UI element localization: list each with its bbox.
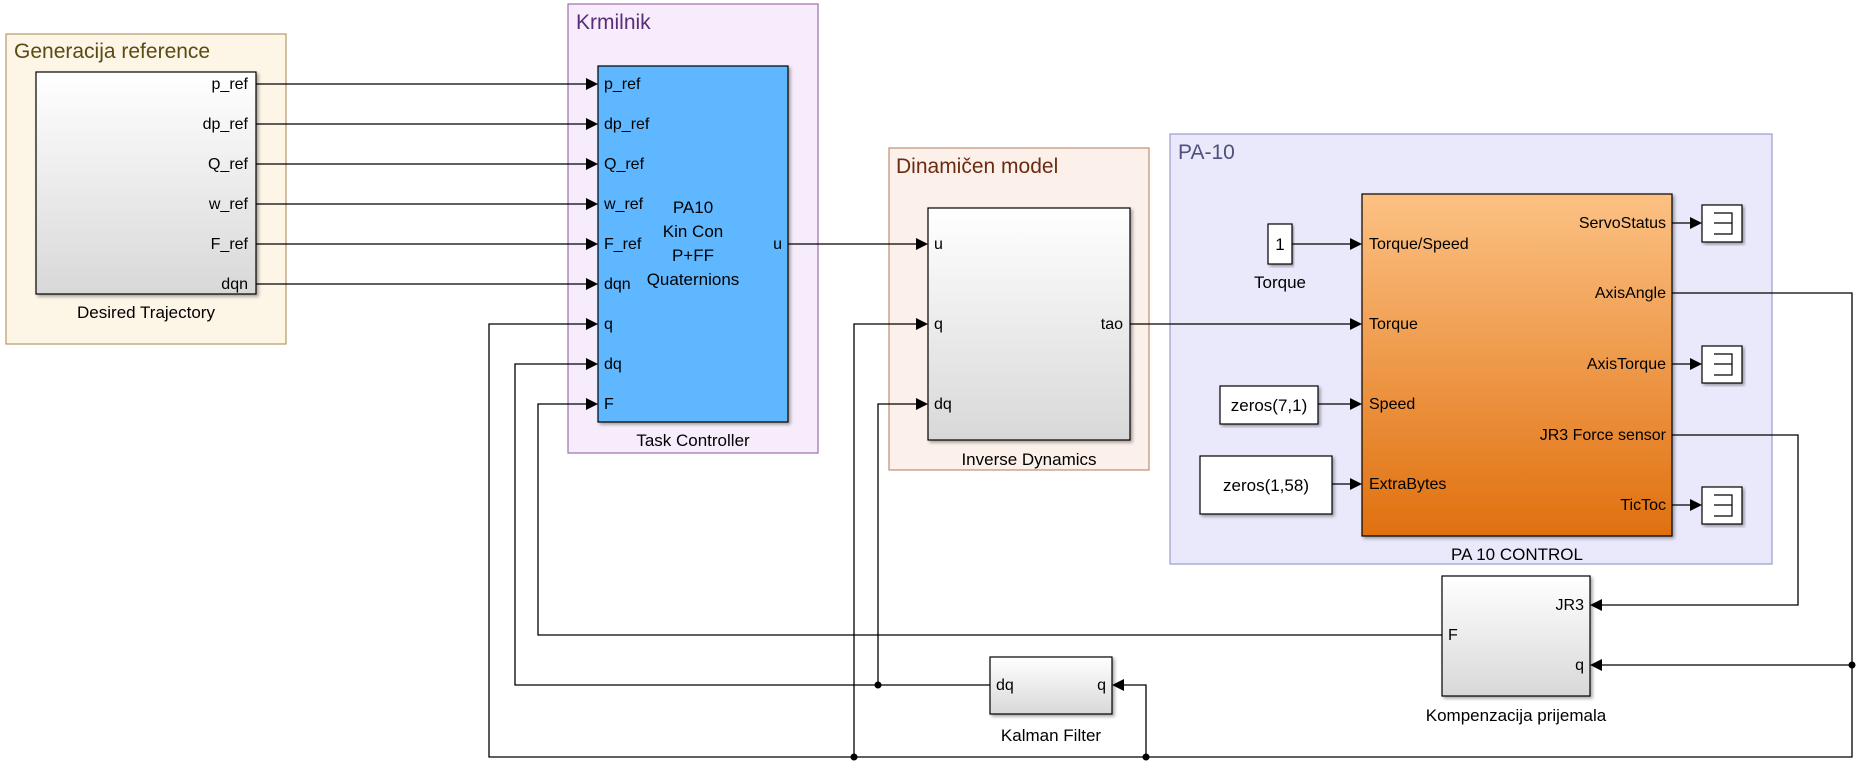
zeros-speed-block[interactable]: zeros(7,1) bbox=[1219, 385, 1319, 425]
area-title-krmilnik: Krmilnik bbox=[576, 11, 651, 34]
port-axisangle-out: AxisAngle bbox=[1595, 285, 1666, 302]
desired-trajectory-block[interactable]: p_ref dp_ref Q_ref w_ref F_ref dqn Desir… bbox=[35, 71, 257, 322]
zeros-extrabytes-block[interactable]: zeros(1,58) bbox=[1199, 455, 1333, 515]
inverse-dynamics-label: Inverse Dynamics bbox=[961, 450, 1096, 469]
zeros-extrabytes-value: zeros(1,58) bbox=[1223, 476, 1309, 495]
torque-constant-block[interactable]: 1 Torque bbox=[1254, 223, 1306, 292]
area-title-dinamicen: Dinamičen model bbox=[896, 155, 1058, 178]
port-jr3-in: JR3 bbox=[1556, 597, 1585, 614]
port-dp-ref-in: dp_ref bbox=[604, 116, 650, 133]
port-jr3-force-out: JR3 Force sensor bbox=[1540, 427, 1667, 444]
pa10-control-block[interactable]: Torque/Speed Torque Speed ExtraBytes Ser… bbox=[1361, 193, 1673, 564]
torque-constant-label: Torque bbox=[1254, 273, 1306, 292]
port-f-ref-in: F_ref bbox=[604, 236, 642, 253]
port-axistorque-out: AxisTorque bbox=[1587, 356, 1666, 373]
task-controller-line-1: PA10 bbox=[673, 198, 713, 217]
task-controller-line-4: Quaternions bbox=[647, 270, 740, 289]
port-torque-in: Torque bbox=[1369, 316, 1418, 333]
arrowheads bbox=[586, 78, 1702, 691]
port-p-ref-in: p_ref bbox=[604, 76, 641, 93]
terminator-axistorque[interactable] bbox=[1701, 345, 1743, 384]
port-dqn-in: dqn bbox=[604, 276, 631, 293]
kompenzacija-label: Kompenzacija prijemala bbox=[1426, 706, 1607, 725]
inverse-dynamics-block[interactable]: u q dq tao Inverse Dynamics bbox=[927, 207, 1131, 469]
kompenzacija-prijemala-block[interactable]: JR3 q F Kompenzacija prijemala bbox=[1426, 575, 1607, 725]
port-dq-in-invdyn: dq bbox=[934, 396, 952, 413]
area-title-pa10: PA-10 bbox=[1178, 141, 1235, 164]
terminator-servostatus[interactable] bbox=[1701, 204, 1743, 243]
port-tictoc-out: TicToc bbox=[1620, 497, 1666, 514]
kalman-filter-label: Kalman Filter bbox=[1001, 726, 1101, 745]
port-torque-speed-in: Torque/Speed bbox=[1369, 236, 1469, 253]
port-w-ref-in: w_ref bbox=[603, 196, 644, 213]
task-controller-label: Task Controller bbox=[636, 431, 750, 450]
port-f-ref-out: F_ref bbox=[211, 236, 249, 253]
port-q-ref-out: Q_ref bbox=[208, 156, 249, 173]
pa10-control-label: PA 10 CONTROL bbox=[1451, 545, 1583, 564]
port-u-out: u bbox=[773, 236, 782, 253]
port-q-ref-in: Q_ref bbox=[604, 156, 645, 173]
port-q-in-invdyn: q bbox=[934, 316, 943, 333]
kalman-filter-block[interactable]: q dq Kalman Filter bbox=[989, 656, 1113, 745]
port-dq-out-kalman: dq bbox=[996, 677, 1014, 694]
port-speed-in: Speed bbox=[1369, 396, 1415, 413]
port-f-out-komp: F bbox=[1448, 627, 1458, 644]
port-w-ref-out: w_ref bbox=[208, 196, 249, 213]
signal-lines bbox=[256, 83, 1856, 761]
port-f-in: F bbox=[604, 396, 614, 413]
terminator-tictoc[interactable] bbox=[1701, 486, 1743, 525]
task-controller-block[interactable]: p_ref dp_ref Q_ref w_ref F_ref dqn q dq … bbox=[597, 65, 789, 450]
port-dq-in: dq bbox=[604, 356, 622, 373]
port-q-in-komp: q bbox=[1575, 657, 1584, 674]
port-servostatus-out: ServoStatus bbox=[1579, 215, 1666, 232]
port-u-in: u bbox=[934, 236, 943, 253]
task-controller-line-3: P+FF bbox=[672, 246, 714, 265]
area-title-generacija: Generacija reference bbox=[14, 40, 210, 63]
torque-constant-value: 1 bbox=[1275, 235, 1284, 254]
port-q-in: q bbox=[604, 316, 613, 333]
desired-trajectory-label: Desired Trajectory bbox=[77, 303, 215, 322]
port-dp-ref-out: dp_ref bbox=[203, 116, 249, 133]
port-dqn-out: dqn bbox=[221, 276, 248, 293]
port-tao-out: tao bbox=[1101, 316, 1123, 333]
port-extrabytes-in: ExtraBytes bbox=[1369, 476, 1446, 493]
port-p-ref-out: p_ref bbox=[212, 76, 249, 93]
port-q-in-kalman: q bbox=[1097, 677, 1106, 694]
task-controller-line-2: Kin Con bbox=[663, 222, 723, 241]
zeros-speed-value: zeros(7,1) bbox=[1231, 396, 1308, 415]
